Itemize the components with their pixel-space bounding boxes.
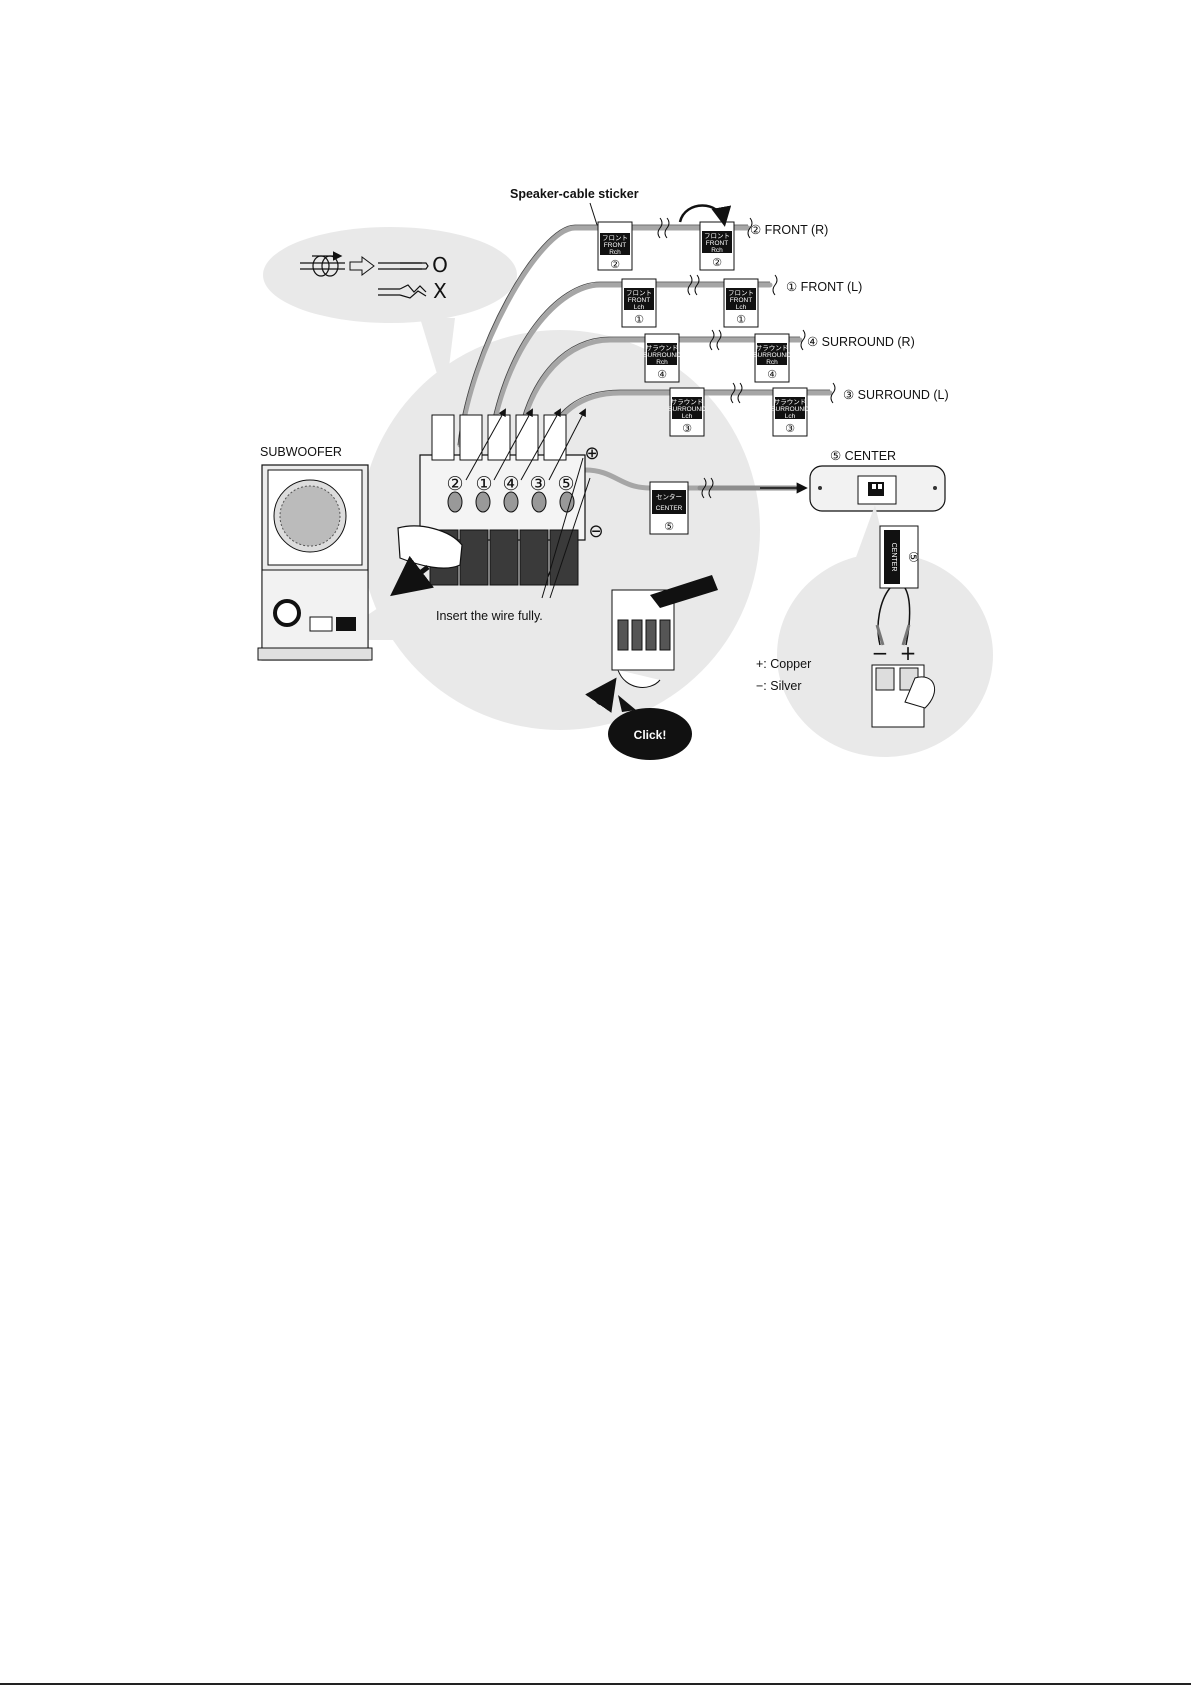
- good-wire-icon: [378, 262, 429, 270]
- svg-text:②: ②: [712, 256, 722, 269]
- arrow-right-icon: [349, 256, 375, 276]
- svg-text:フロント: フロント: [602, 234, 628, 242]
- sticker-surround-r-1: サラウンド SURROUND Rch ④: [643, 333, 681, 383]
- terminal-label: ⑤: [557, 473, 574, 495]
- svg-text:FRONT: FRONT: [730, 297, 752, 304]
- wire-twist-tip-bubble: O X: [263, 227, 517, 400]
- svg-text:CENTER: CENTER: [656, 505, 683, 512]
- plus-terminal-mark: ⊕: [584, 443, 599, 464]
- svg-text:FRONT: FRONT: [706, 240, 728, 247]
- svg-text:CENTER: CENTER: [890, 543, 897, 572]
- insertion-arrows: [465, 408, 591, 599]
- svg-text:フロント: フロント: [626, 289, 652, 297]
- sticker-surround-l-1: サラウンド SURROUND Lch ③: [668, 387, 706, 437]
- sticker-surround-l-2: サラウンド SURROUND Lch ③: [771, 387, 809, 437]
- svg-text:Rch: Rch: [656, 359, 668, 366]
- svg-text:サラウンド: サラウンド: [774, 398, 807, 406]
- svg-text:Lch: Lch: [736, 304, 747, 311]
- svg-text:サラウンド: サラウンド: [646, 344, 679, 352]
- terminal-label: ①: [475, 473, 492, 495]
- svg-text:Lch: Lch: [634, 304, 645, 311]
- bad-mark: X: [433, 279, 447, 303]
- insert-wire-instruction: Insert the wire fully.: [436, 609, 543, 623]
- copper-legend: +: Copper: [756, 657, 811, 671]
- center-speaker: [809, 465, 946, 512]
- svg-text:SURROUND: SURROUND: [771, 406, 809, 413]
- center-detail-bubble: CENTER ⑤ − + +: Copper −: Silver: [756, 505, 993, 757]
- sticker-front-r-1: フロント FRONT Rch ②: [597, 221, 633, 271]
- label-center: ⑤ CENTER: [830, 449, 896, 463]
- svg-text:④: ④: [767, 368, 777, 381]
- svg-text:Lch: Lch: [682, 413, 693, 420]
- svg-text:②: ②: [610, 258, 620, 271]
- svg-text:FRONT: FRONT: [628, 297, 650, 304]
- terminal-numbers: ② ① ④ ③ ⑤: [446, 473, 574, 495]
- speaker-cable-sticker-label: Speaker-cable sticker: [510, 187, 639, 201]
- cable-break-marks: [657, 217, 836, 499]
- callout-leader-line: [589, 202, 599, 229]
- sticker-front-l-1: フロント FRONT Lch ①: [621, 278, 657, 328]
- svg-text:Lch: Lch: [785, 413, 796, 420]
- twisted-wire-icon: [300, 251, 345, 277]
- svg-text:フロント: フロント: [728, 289, 754, 297]
- svg-text:③: ③: [682, 422, 692, 435]
- svg-text:Rch: Rch: [711, 247, 723, 254]
- svg-text:③: ③: [785, 422, 795, 435]
- good-mark: O: [432, 253, 448, 277]
- label-front-l: ① FRONT (L): [786, 280, 862, 294]
- label-front-r: ② FRONT (R): [750, 223, 828, 237]
- svg-text:FRONT: FRONT: [604, 242, 626, 249]
- sticker-front-l-2: フロント FRONT Lch ①: [723, 278, 759, 328]
- terminal-label: ②: [446, 473, 463, 495]
- click-bubble: Click!: [608, 695, 692, 760]
- terminal-label: ③: [529, 473, 546, 495]
- center-vertical-sticker: CENTER ⑤: [879, 525, 920, 589]
- svg-text:SURROUND: SURROUND: [753, 352, 791, 359]
- bad-wire-icon: [378, 284, 427, 299]
- center-wires: [875, 587, 911, 646]
- page-bottom-rule: [0, 1683, 1191, 1685]
- svg-text:①: ①: [736, 313, 746, 326]
- svg-text:サラウンド: サラウンド: [671, 398, 704, 406]
- label-surround-r: ④ SURROUND (R): [807, 335, 915, 349]
- minus-terminal-mark: ⊖: [588, 521, 603, 542]
- subwoofer: [257, 464, 373, 661]
- svg-text:SURROUND: SURROUND: [643, 352, 681, 359]
- fold-sticker-arrow: [678, 204, 732, 227]
- svg-text:Rch: Rch: [609, 249, 621, 256]
- svg-text:Click!: Click!: [634, 728, 667, 742]
- silver-legend: −: Silver: [756, 679, 802, 693]
- svg-text:サラウンド: サラウンド: [756, 344, 789, 352]
- polarity-plus: +: [900, 641, 917, 665]
- svg-text:フロント: フロント: [704, 232, 730, 240]
- polarity-minus: −: [872, 641, 889, 665]
- center-terminal-closeup: [871, 664, 935, 728]
- svg-text:⑤: ⑤: [664, 520, 674, 533]
- svg-text:⑤: ⑤: [905, 551, 920, 563]
- svg-text:④: ④: [657, 368, 667, 381]
- svg-text:センター: センター: [656, 492, 682, 501]
- svg-text:①: ①: [634, 313, 644, 326]
- terminal-label: ④: [502, 473, 519, 495]
- pull-direction-arrow: [390, 555, 434, 597]
- sticker-center: センター CENTER ⑤: [649, 481, 689, 535]
- sticker-surround-r-2: サラウンド SURROUND Rch ④: [753, 333, 791, 383]
- svg-text:Rch: Rch: [766, 359, 778, 366]
- click-inset-illustration: [585, 575, 718, 713]
- svg-text:SURROUND: SURROUND: [668, 406, 706, 413]
- label-surround-l: ③ SURROUND (L): [843, 388, 949, 402]
- subwoofer-label: SUBWOOFER: [260, 445, 342, 459]
- sticker-front-r-2: フロント FRONT Rch ②: [678, 204, 735, 271]
